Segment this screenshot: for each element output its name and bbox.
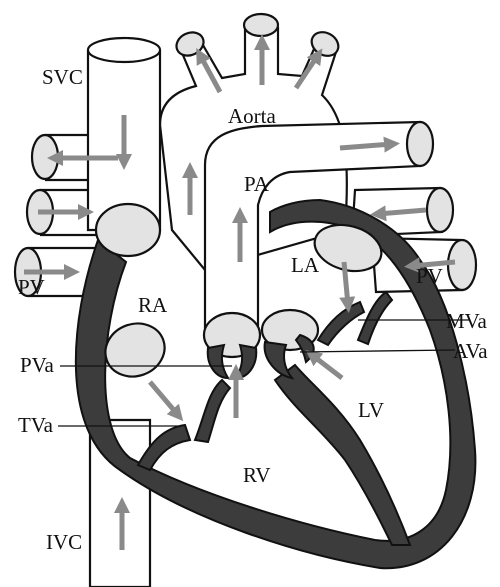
label-pv-left: PV [18,275,45,299]
label-pv-right: PV [416,264,443,288]
label-ra: RA [138,293,168,317]
label-rv: RV [243,463,271,487]
label-pva: PVa [20,353,55,377]
label-ivc: IVC [46,530,82,554]
label-mva: MVa [446,309,488,333]
label-tva: TVa [18,413,54,437]
label-lv: LV [358,398,384,422]
label-ava: AVa [453,339,488,363]
label-la: LA [291,253,320,277]
label-aorta: Aorta [228,104,276,128]
label-pa: PA [244,172,270,196]
pulmonary-valve [204,313,260,378]
label-svc: SVC [42,65,83,89]
